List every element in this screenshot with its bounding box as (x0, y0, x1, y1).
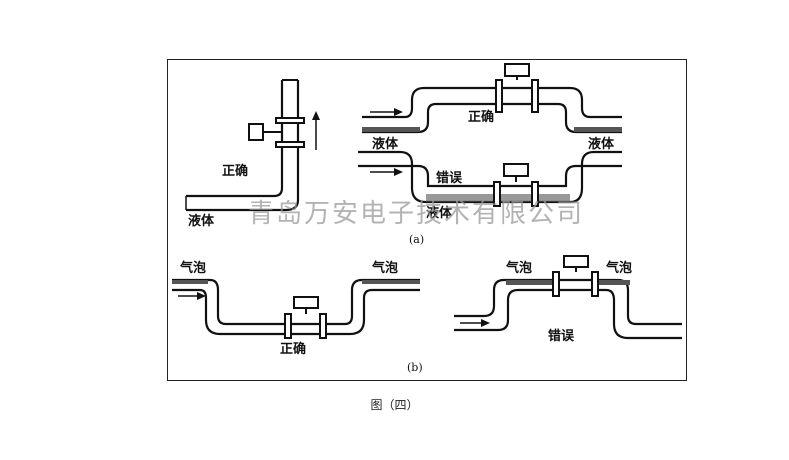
label-b-right-wrong: 错误 (548, 328, 575, 344)
label-upper-correct: 正确 (468, 109, 494, 125)
label-vertical-correct: 正确 (222, 163, 248, 179)
label-b-left-correct: 正确 (280, 341, 306, 357)
company-watermark: 青岛万安电子技术有限公司 (248, 199, 584, 229)
label-upper-liquid-right: 液体 (588, 136, 615, 152)
figure-caption: 图（四） (370, 398, 419, 412)
label-b-left-bubble-left: 气泡 (180, 260, 206, 276)
label-b-right-bubble-right: 气泡 (606, 260, 632, 276)
bubble-pipe-correct (172, 278, 420, 339)
sublabel-a: (a) (409, 233, 424, 246)
label-lower-liquid: 液体 (426, 205, 453, 221)
bubble-pipe-wrong (454, 255, 682, 340)
label-upper-liquid-left: 液体 (372, 136, 399, 152)
label-b-left-bubble-right: 气泡 (372, 260, 398, 276)
lower-loop-wrong (358, 150, 622, 207)
label-b-right-bubble-left: 气泡 (506, 260, 532, 276)
label-vertical-liquid: 液体 (188, 213, 215, 229)
label-lower-wrong: 错误 (436, 170, 463, 186)
sublabel-b: (b) (407, 361, 423, 374)
vertical-pipe-correct (185, 79, 320, 212)
upper-loop-correct (362, 63, 622, 134)
